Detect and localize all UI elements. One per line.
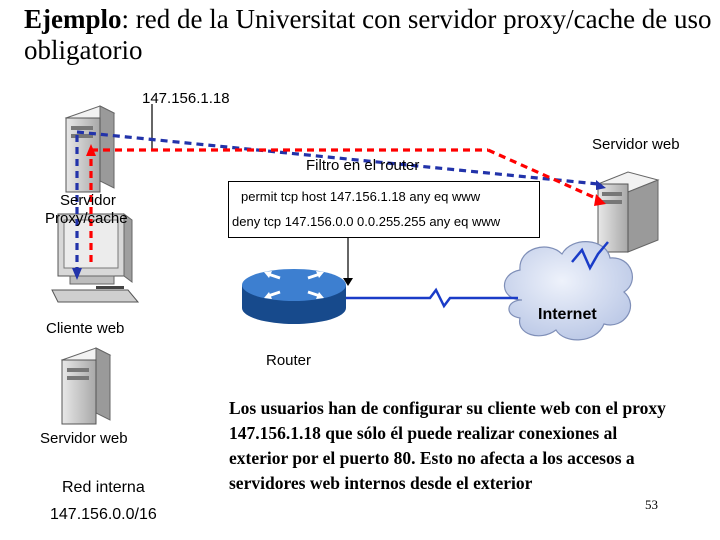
blue-path bbox=[75, 130, 599, 274]
page-number: 53 bbox=[645, 497, 658, 512]
internet-cloud-icon bbox=[503, 241, 633, 341]
client-computer-icon bbox=[51, 213, 140, 303]
router-icon bbox=[242, 269, 346, 324]
red-path bbox=[89, 148, 601, 262]
internal-network-label: Red interna bbox=[62, 479, 145, 496]
explanation-note: Los usuarios han de configurar su client… bbox=[229, 398, 666, 493]
external-web-server-icon bbox=[596, 171, 660, 253]
proxy-label-line1: Servidor bbox=[60, 192, 116, 209]
page-title: Ejemplo: red de la Universitat con servi… bbox=[24, 4, 714, 66]
internet-label: Internet bbox=[538, 306, 597, 323]
link-router-internet bbox=[346, 287, 518, 309]
filter-rules-box bbox=[228, 181, 540, 238]
link-internet-webserver bbox=[571, 241, 609, 271]
internal-web-server-icon bbox=[60, 347, 112, 425]
filter-rule-permit: permit tcp host 147.156.1.18 any eq www bbox=[241, 189, 481, 204]
title-bold: Ejemplo bbox=[24, 4, 122, 34]
filter-rule-deny: deny tcp 147.156.0.0 0.0.255.255 any eq … bbox=[232, 214, 501, 229]
internal-network-prefix: 147.156.0.0/16 bbox=[50, 506, 157, 523]
proxy-ip-label: 147.156.1.18 bbox=[142, 90, 230, 107]
proxy-label-line2: Proxy/cache bbox=[45, 210, 128, 227]
title-rest: : red de la Universitat con servidor pro… bbox=[24, 4, 712, 65]
internal-web-server-label: Servidor web bbox=[40, 430, 128, 447]
external-web-server-label: Servidor web bbox=[592, 136, 680, 153]
router-label: Router bbox=[266, 352, 312, 369]
client-web-label: Cliente web bbox=[46, 320, 125, 337]
router-filter-label: Filtro en el router bbox=[306, 157, 420, 174]
